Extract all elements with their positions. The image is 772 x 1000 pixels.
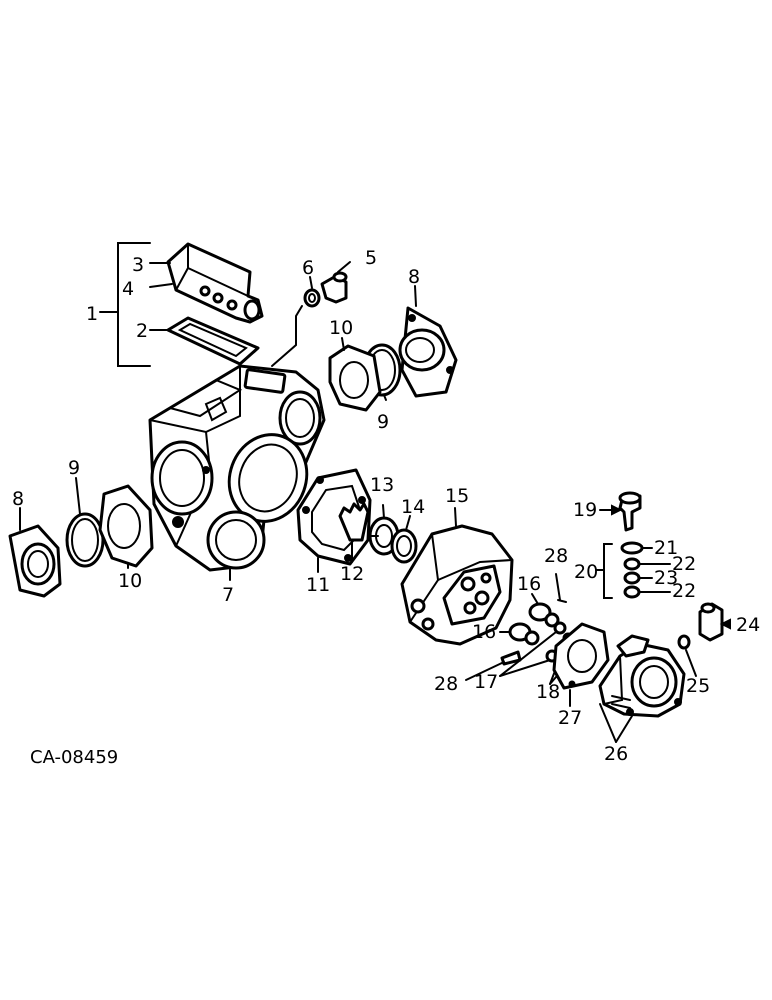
cover-plate [552, 622, 610, 707]
elbow-fitting [320, 261, 351, 304]
callout-23: 23 [654, 567, 678, 589]
outlet-elbow [698, 602, 731, 642]
valve-stack-parts [620, 541, 671, 599]
callout-28-upper: 28 [544, 545, 568, 567]
control-valve-body [149, 242, 264, 324]
pump-body [400, 507, 514, 646]
drive-gear [338, 502, 370, 563]
seal-ring [390, 515, 418, 564]
callout-15: 15 [445, 485, 469, 507]
callout-17: 17 [474, 671, 498, 693]
fitting-lower [499, 622, 540, 646]
connection-line [271, 305, 303, 367]
main-housing [148, 364, 326, 581]
callout-labels: 1 2 3 4 5 6 7 8 9 10 8 9 10 11 12 13 14 … [12, 247, 760, 765]
callout-18: 18 [536, 681, 560, 703]
callout-9-right: 9 [377, 411, 389, 433]
callout-27: 27 [558, 707, 582, 729]
callout-5: 5 [365, 247, 377, 269]
outlet-o-ring [677, 634, 697, 677]
gasket-right [328, 337, 382, 412]
callout-20: 20 [574, 561, 598, 583]
callout-6: 6 [302, 257, 314, 279]
callout-8-right: 8 [408, 266, 420, 288]
callout-24: 24 [736, 614, 760, 636]
valve-assembly-bracket [99, 242, 151, 367]
flange-cover-left [8, 507, 62, 598]
callout-14: 14 [401, 496, 425, 518]
dowel-pin-upper [555, 573, 567, 603]
callout-10-left: 10 [118, 570, 142, 592]
callout-13: 13 [370, 474, 394, 496]
valve-stack-bracket [595, 543, 613, 599]
callout-11: 11 [306, 574, 330, 596]
callout-7: 7 [222, 584, 234, 606]
figure-code: CA-08459 [30, 747, 118, 768]
callout-9-left: 9 [68, 457, 80, 479]
callout-16-upper: 16 [517, 573, 541, 595]
callout-3: 3 [132, 254, 144, 276]
callout-22-upper: 22 [672, 553, 696, 575]
callout-26: 26 [604, 743, 628, 765]
callout-12: 12 [340, 563, 364, 585]
flange-cover-right [398, 285, 458, 398]
callout-2: 2 [136, 320, 148, 342]
callout-19: 19 [573, 499, 597, 521]
o-ring-small [303, 276, 321, 308]
callout-4: 4 [122, 278, 134, 300]
gasket-left [98, 484, 154, 569]
snap-ring-left [65, 477, 105, 568]
rear-pump [598, 634, 686, 743]
fitting-upper [528, 593, 560, 628]
callout-21: 21 [654, 537, 678, 559]
relief-valve-plug [599, 491, 642, 532]
callout-8-left: 8 [12, 488, 24, 510]
callout-16-lower: 16 [472, 621, 496, 643]
callout-10-right: 10 [329, 317, 353, 339]
callout-25: 25 [686, 675, 710, 697]
callout-22-lower: 22 [672, 580, 696, 602]
callout-28-lower: 28 [434, 673, 458, 695]
callout-1: 1 [86, 303, 98, 325]
valve-gasket [149, 316, 260, 366]
